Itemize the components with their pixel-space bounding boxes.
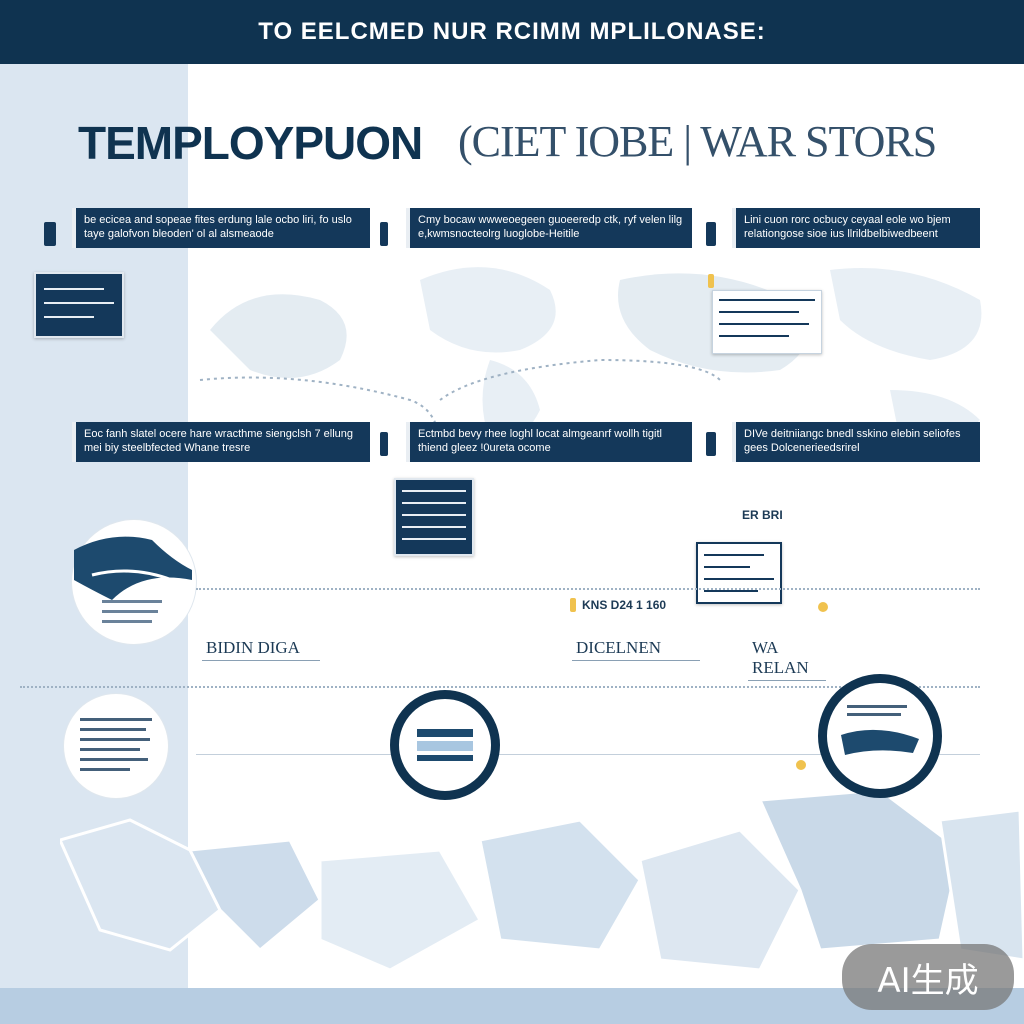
right-screen-panel bbox=[696, 542, 782, 604]
accent-dot bbox=[796, 760, 806, 770]
ring-icon-right bbox=[818, 674, 942, 798]
info-box-5: Ectmbd bevy rhee loghl locat almgeanrf w… bbox=[406, 422, 692, 462]
accent-mark bbox=[570, 598, 576, 612]
tab-label-left: BIDIN DIGA bbox=[202, 638, 320, 661]
page-title: TEMPLOYPUON bbox=[78, 117, 423, 169]
info-box-1: be ecicea and sopeae fites erdung lale o… bbox=[72, 208, 370, 248]
illustration-circle-top bbox=[72, 520, 196, 644]
separator-line bbox=[20, 686, 980, 688]
box-marker bbox=[380, 432, 388, 456]
document-panel-left bbox=[34, 272, 124, 338]
separator-line bbox=[196, 588, 980, 590]
box-marker bbox=[380, 222, 388, 246]
accent-mark bbox=[708, 274, 714, 288]
center-screen-panel bbox=[394, 478, 474, 556]
illustration-circle-bottom bbox=[64, 694, 168, 798]
code-label-right: ER BRI bbox=[742, 508, 783, 522]
bottom-map-illustration bbox=[60, 788, 1024, 972]
document-panel-right bbox=[712, 290, 822, 354]
separator-line bbox=[196, 754, 980, 755]
header-banner: TO EELCMED NUR RCIMM MPLILONASE: bbox=[0, 0, 1024, 64]
info-box-4: Eoc fanh slatel ocere hare wracthme sien… bbox=[72, 422, 370, 462]
ring-icon-center bbox=[390, 690, 500, 800]
box-marker bbox=[706, 432, 716, 456]
tab-label-right: WA RELAN bbox=[748, 638, 826, 681]
info-box-2: Cmy bocaw wwweoegeen guoeeredp ctk, ryf … bbox=[406, 208, 692, 248]
ai-generated-badge: AI生成 bbox=[842, 944, 1014, 1010]
accent-dot bbox=[818, 602, 828, 612]
code-label-mid: KNS D24 1 160 bbox=[582, 598, 667, 612]
box-marker bbox=[44, 222, 56, 246]
info-box-6: DIVe deitniiangc bnedl sskino elebin sel… bbox=[732, 422, 980, 462]
info-box-3: Lini cuon rorc ocbucy ceyaal eole wo bje… bbox=[732, 208, 980, 248]
box-marker bbox=[706, 222, 716, 246]
page-subtitle: (CIET IOBE | WAR STORS bbox=[458, 117, 937, 166]
tab-label-mid: DICELNEN bbox=[572, 638, 700, 661]
